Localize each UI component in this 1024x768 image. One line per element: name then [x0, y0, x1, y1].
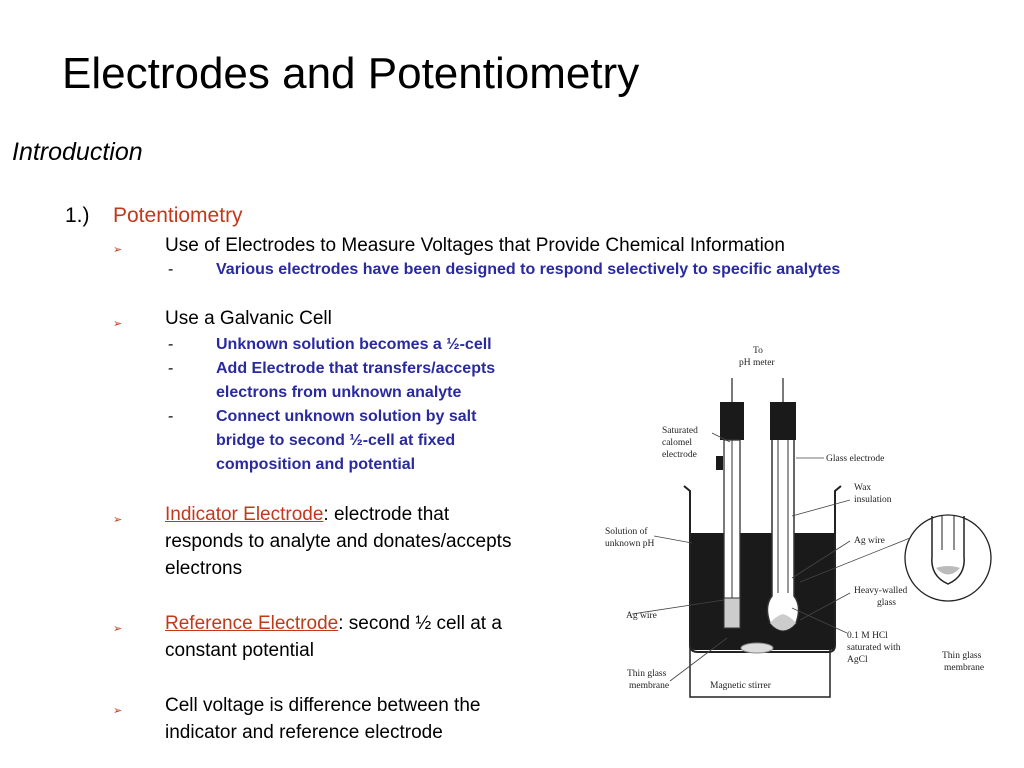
bullet-5-line-2: indicator and reference electrode	[165, 722, 443, 743]
label-calomel: calomel	[662, 438, 692, 448]
bullet-arrow-icon: ➢	[113, 244, 123, 256]
section-number: 1.)	[65, 204, 90, 227]
label-wax: Wax	[854, 483, 871, 493]
label-membrane-right: membrane	[944, 663, 984, 673]
label-to-ph-meter: To	[753, 346, 763, 356]
label-ag-wire-right: Ag wire	[854, 536, 885, 546]
bullet-3-line-2: responds to analyte and donates/accepts	[165, 531, 512, 552]
bullet-arrow-icon: ➢	[113, 705, 123, 717]
dash-marker: -	[168, 261, 174, 278]
stir-bar	[740, 642, 774, 654]
calomel-port	[716, 456, 723, 470]
bullet-arrow-icon: ➢	[113, 514, 123, 526]
bullet-4-rest: : second ½ cell at a	[338, 613, 502, 634]
label-hcl: 0.1 M HCl	[847, 631, 888, 641]
label-heavy-walled-glass: glass	[877, 598, 896, 608]
label-glass-electrode: Glass electrode	[826, 454, 884, 464]
label-heavy-walled: Heavy-walled	[854, 586, 908, 596]
bullet-1-sub: Various electrodes have been designed to…	[216, 261, 841, 278]
slide-title: Electrodes and Potentiometry	[62, 49, 640, 98]
label-to-ph-meter-2: pH meter	[739, 358, 775, 368]
label-electrode: electrode	[662, 450, 697, 460]
bullet-4-line-1: Reference Electrode: second ½ cell at a	[165, 610, 502, 637]
glass-electrode-cap	[770, 402, 796, 440]
bullet-5-line-1: Cell voltage is difference between the	[165, 695, 481, 716]
bullet-3-line-3: electrons	[165, 558, 243, 579]
bullet-2-sub-2-line-1: Add Electrode that transfers/accepts	[216, 360, 496, 377]
label-thin-glass-left: Thin glass	[627, 669, 667, 679]
label-thin-glass-right: Thin glass	[942, 651, 982, 661]
dash-marker: -	[168, 336, 174, 353]
bullet-2-sub-2-line-2: electrons from unknown analyte	[216, 384, 462, 401]
bullet-3-rest: : electrode that	[323, 504, 450, 525]
label-saturated: Saturated	[662, 426, 698, 436]
solution-fill	[690, 533, 835, 650]
label-magnetic-stirrer: Magnetic stirrer	[710, 681, 772, 691]
label-unknown-ph: unknown pH	[605, 539, 654, 549]
label-membrane-left: membrane	[629, 681, 669, 691]
bullet-2-sub-3-line-3: composition and potential	[216, 456, 416, 473]
bullet-2-sub-3-line-1: Connect unknown solution by salt	[216, 408, 477, 425]
bullet-1-text: Use of Electrodes to Measure Voltages th…	[165, 235, 785, 256]
label-saturated-with: saturated with	[847, 643, 901, 653]
bullet-2-sub-1: Unknown solution becomes a ½-cell	[216, 336, 492, 353]
magnified-inset	[904, 514, 992, 602]
bullet-2-text: Use a Galvanic Cell	[165, 308, 332, 329]
indicator-electrode-term: Indicator Electrode	[165, 504, 324, 525]
electrode-diagram: To pH meter Saturated calomel electrode …	[605, 346, 992, 698]
glass-electrode-body	[766, 440, 800, 632]
reference-electrode-term: Reference Electrode	[165, 613, 339, 634]
label-solution-of: Solution of	[605, 526, 648, 537]
bullet-2-sub-3-line-2: bridge to second ½-cell at fixed	[216, 432, 456, 449]
bullet-arrow-icon: ➢	[113, 623, 123, 635]
bullet-arrow-icon: ➢	[113, 318, 123, 330]
dash-marker: -	[168, 360, 174, 377]
bullet-4-line-2: constant potential	[165, 640, 314, 661]
label-insulation: insulation	[854, 495, 892, 505]
calomel-cap	[720, 402, 744, 440]
intro-heading: Introduction	[12, 138, 143, 166]
label-agcl: AgCl	[847, 655, 868, 665]
label-ag-wire-left: Ag wire	[626, 611, 657, 621]
dash-marker: -	[168, 408, 174, 425]
section-title: Potentiometry	[113, 204, 243, 227]
bullet-3-line-1: Indicator Electrode: electrode that	[165, 501, 449, 528]
